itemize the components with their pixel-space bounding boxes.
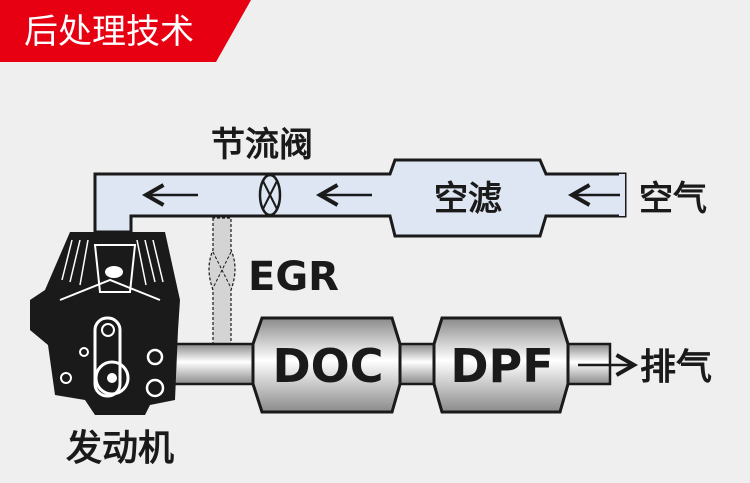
air-filter-label: 空滤 xyxy=(434,179,502,219)
exhaust-pipe xyxy=(396,342,440,386)
engine-label: 发动机 xyxy=(66,428,174,469)
dpf-canister xyxy=(432,316,570,414)
air-in-label: 空气 xyxy=(639,179,707,219)
engine-icon xyxy=(30,232,180,415)
egr-pipe xyxy=(208,217,236,346)
throttle-valve-icon xyxy=(258,173,282,217)
doc-label: DOC xyxy=(272,339,383,393)
exhaust-label: 排气 xyxy=(640,347,712,388)
exhaust-pipe xyxy=(166,342,262,386)
title-banner xyxy=(0,0,251,62)
doc-canister xyxy=(251,316,402,414)
banner-title: 后处理技术 xyxy=(24,12,194,52)
throttle-label: 节流阀 xyxy=(211,125,313,165)
egr-label: EGR xyxy=(248,254,339,300)
intake-pipe xyxy=(93,158,627,238)
dpf-label: DPF xyxy=(450,339,553,393)
